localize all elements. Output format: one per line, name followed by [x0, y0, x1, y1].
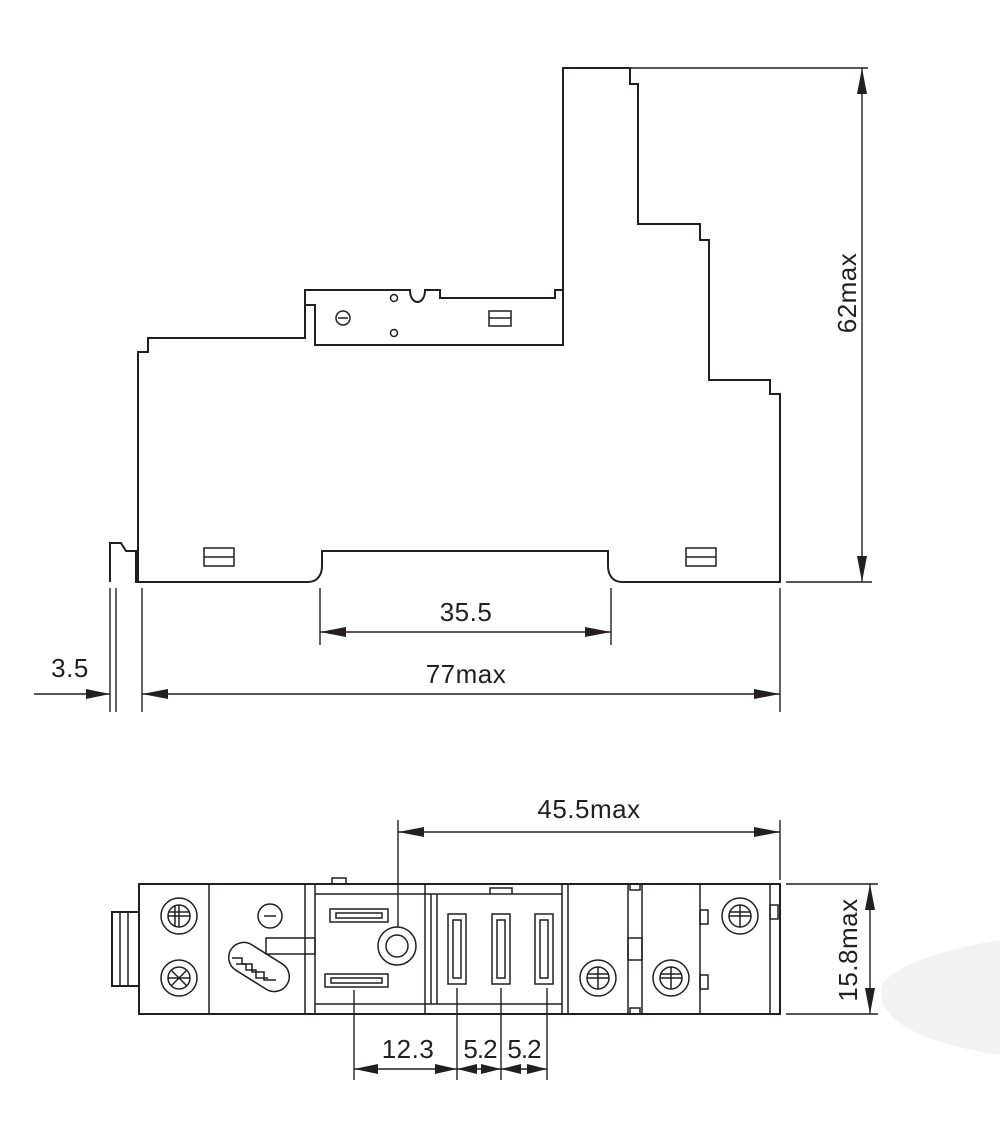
minus-icon	[257, 903, 283, 929]
side-view: 35.5 77max 3.5 62max	[34, 67, 872, 712]
screw-icon	[579, 959, 617, 997]
arrow-icon	[754, 827, 780, 837]
top-view-outline	[138, 883, 781, 1015]
arrow-icon	[754, 689, 780, 699]
dim-label-height: 62max	[832, 253, 862, 334]
arrow-icon	[501, 1064, 521, 1074]
dim-label-rail: 35.5	[440, 597, 493, 627]
contact-slot	[329, 908, 389, 923]
background-swoosh	[880, 940, 1000, 1055]
arrow-icon	[457, 1064, 477, 1074]
side-slot	[699, 909, 709, 925]
top-notch	[489, 887, 513, 894]
dim-label-pitch-2: 5.2	[463, 1034, 497, 1064]
dim-label-top-width: 45.5max	[537, 794, 640, 824]
contact-slot-inner	[330, 977, 383, 984]
screw-icon	[721, 897, 759, 935]
bottom-notch	[629, 1007, 641, 1014]
side-view-left-body	[137, 305, 306, 582]
contact-blade	[491, 913, 511, 985]
arrow-icon	[857, 68, 867, 94]
arrow-icon	[857, 556, 867, 582]
dim-label-offset: 3.5	[51, 653, 89, 683]
din-clip	[111, 911, 139, 987]
tab-hole-upper	[389, 293, 399, 303]
pin-hole-inner	[385, 934, 409, 958]
contact-blade	[447, 913, 467, 985]
tab-screw-icon	[335, 310, 351, 326]
side-slot	[699, 974, 709, 990]
dim-label-pitch-1: 12.3	[382, 1034, 435, 1064]
arrow-icon	[585, 627, 611, 637]
top-notch	[331, 877, 347, 884]
arrow-icon	[865, 884, 875, 910]
arrow-icon	[320, 627, 346, 637]
arrow-icon	[142, 689, 168, 699]
dim-label-pitch-3: 5.2	[507, 1034, 541, 1064]
arrow-icon	[527, 1064, 547, 1074]
arrow-icon	[865, 988, 875, 1014]
release-lever	[227, 937, 316, 993]
dim-label-top-height: 15.8max	[833, 898, 863, 1001]
contact-slot	[324, 973, 389, 988]
arrow-icon	[86, 689, 110, 699]
side-view-outline	[109, 67, 781, 583]
contact-slot-inner	[335, 912, 383, 919]
arrow-icon	[481, 1064, 501, 1074]
screw-icon	[160, 897, 198, 935]
side-slot	[769, 904, 779, 920]
screw-icon	[652, 959, 690, 997]
arrow-icon	[398, 827, 424, 837]
pin-hole	[377, 926, 417, 966]
dim-label-width: 77max	[426, 659, 507, 689]
contact-blade	[534, 913, 554, 985]
top-view: 45.5max 15.8max 12.3 5.2 5.2	[111, 794, 878, 1080]
arrow-icon	[354, 1064, 378, 1074]
tab-hole-lower	[389, 328, 399, 338]
side-slot	[627, 937, 643, 961]
arrow-icon	[435, 1064, 457, 1074]
screw-icon	[160, 959, 198, 997]
top-notch	[629, 884, 641, 891]
